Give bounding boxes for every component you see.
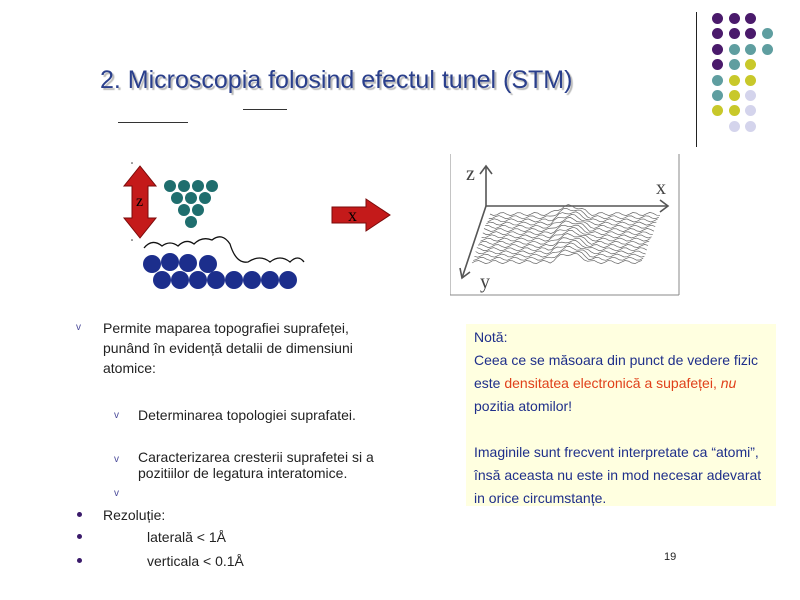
decorative-dot bbox=[761, 43, 773, 55]
surface-scan-line bbox=[486, 214, 657, 226]
decorative-dot bbox=[728, 74, 740, 86]
bullet-1-line3: atomice: bbox=[103, 360, 156, 376]
decorative-dot bbox=[728, 120, 740, 132]
bullet-1-line1: Permite maparea topografiei suprafeței, bbox=[103, 320, 349, 336]
stm-surface-plot: z x y bbox=[450, 154, 680, 296]
sub-bullet-2-line1: Caracterizarea cresterii suprafetei si a bbox=[138, 449, 374, 465]
note-heading: Notă: bbox=[474, 329, 508, 345]
tunnel-contour bbox=[143, 236, 305, 263]
page-number: 19 bbox=[664, 551, 677, 563]
z-double-arrow bbox=[122, 165, 158, 239]
bullet-dot bbox=[77, 558, 82, 563]
decorative-dot bbox=[728, 28, 740, 40]
bullet-1-line2: punând în evidență detalii de dimensiuni bbox=[103, 340, 353, 356]
note-paragraph-1: Ceea ce se măsoara din punct de vedere f… bbox=[474, 349, 768, 418]
tip-atoms bbox=[164, 180, 218, 228]
note-p1-end: pozitia atomilor! bbox=[474, 398, 573, 414]
surface-scan-line bbox=[476, 239, 647, 252]
decorative-dot bbox=[761, 28, 773, 40]
sub-bullet-marker: v bbox=[114, 488, 119, 499]
note-paragraph-2: Imaginile sunt frecvent interpretate ca … bbox=[474, 444, 762, 506]
axis-y-label: y bbox=[480, 271, 490, 293]
decorative-dot bbox=[728, 105, 740, 117]
decorative-dot bbox=[712, 74, 723, 86]
decorative-dot bbox=[745, 74, 756, 86]
surface-scan-line bbox=[477, 237, 649, 248]
decorative-dot bbox=[745, 28, 756, 40]
decorative-dot bbox=[728, 59, 740, 71]
surface-scan-line bbox=[475, 242, 646, 255]
bullet-verticala: verticala < 0.1Å bbox=[147, 553, 244, 569]
title-underline-1 bbox=[118, 122, 188, 123]
slide-title: 2. Microscopia folosind efectul tunel (S… bbox=[100, 66, 573, 94]
bullet-dot bbox=[77, 512, 82, 517]
decorative-dot bbox=[712, 105, 723, 117]
decorative-dot bbox=[745, 90, 756, 101]
divider-line bbox=[696, 12, 697, 147]
x-label: x bbox=[348, 205, 357, 225]
bullet-marker: v bbox=[76, 322, 81, 333]
decorative-dot bbox=[745, 59, 756, 71]
bullet-dot bbox=[77, 534, 82, 539]
surface-scan-line bbox=[485, 216, 656, 229]
note-p1-text: Ceea ce se măsoara din punct de vedere f… bbox=[474, 352, 759, 391]
title-underline-2 bbox=[243, 109, 287, 110]
surface-scan-line bbox=[489, 204, 661, 216]
surface-atoms bbox=[143, 253, 297, 289]
decorative-dot bbox=[745, 120, 756, 132]
stm-tip-schematic: z bbox=[122, 162, 305, 289]
surface-scan-line bbox=[482, 224, 653, 236]
surface-scan-line bbox=[474, 246, 645, 258]
bullet-rezolutie: Rezoluție: bbox=[103, 507, 166, 523]
decorative-dot bbox=[712, 43, 723, 55]
decorative-dot bbox=[712, 90, 723, 101]
surface-scan-line bbox=[481, 226, 652, 239]
surface-mesh bbox=[471, 204, 661, 264]
axis-z-label: z bbox=[466, 163, 475, 185]
note-p1-nu: nu bbox=[720, 375, 737, 391]
surface-scan-line bbox=[487, 211, 658, 223]
decorative-dot bbox=[745, 43, 756, 55]
surface-scan-line bbox=[483, 220, 655, 232]
surface-scan-line bbox=[473, 249, 644, 261]
note-box: Notă: Ceea ce se măsoara din punct de ve… bbox=[466, 324, 776, 506]
decorative-dot bbox=[745, 13, 756, 24]
note-p1-highlight: densitatea electronică a supafeței, bbox=[504, 375, 721, 391]
decorative-dot bbox=[745, 105, 756, 117]
decorative-dot bbox=[712, 59, 723, 71]
decorative-dot bbox=[728, 43, 740, 55]
axis-x-label: x bbox=[656, 177, 666, 199]
decorative-dot bbox=[712, 28, 723, 40]
bullet-laterala: laterală < 1Å bbox=[147, 529, 226, 545]
scan-direction-arrow: x bbox=[331, 198, 391, 232]
decorative-dot bbox=[728, 13, 740, 24]
sub-bullet-marker: v bbox=[114, 454, 119, 465]
sub-bullet-2-line2: pozitiilor de legatura interatomice. bbox=[138, 465, 348, 481]
surface-scan-line bbox=[480, 229, 651, 242]
surface-scan-line bbox=[479, 233, 650, 245]
decorative-dot bbox=[712, 13, 723, 24]
surface-scan-line bbox=[471, 253, 643, 264]
z-label: z bbox=[136, 193, 143, 210]
decorative-dot bbox=[728, 90, 740, 101]
surface-scan-line bbox=[488, 208, 659, 220]
sub-bullet-marker: v bbox=[114, 410, 119, 421]
sub-bullet-1: Determinarea topologiei suprafatei. bbox=[138, 407, 356, 423]
